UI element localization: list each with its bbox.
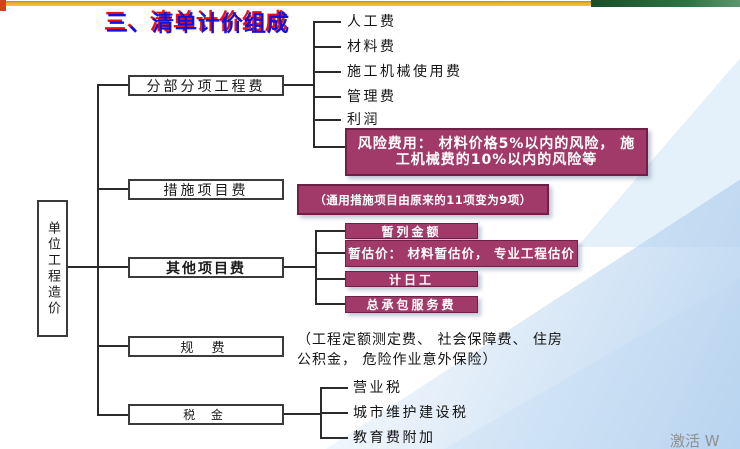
leaf-profit: 利润	[347, 112, 380, 128]
child-box-general-contracting-service-fee: 总承包服务费	[345, 296, 478, 313]
connector-line	[97, 266, 128, 268]
regulatory-fee-note-text: （工程定额测定费、 社会保障费、 住房公积金， 危险作业意外保险）	[297, 332, 563, 368]
branch-label: 规 费	[180, 341, 232, 356]
child-box-label: 总承包服务费	[366, 298, 457, 312]
connector-line	[284, 84, 313, 86]
child-box-provisional-estimate: 暂估价： 材料暂估价， 专业工程估价	[345, 240, 578, 267]
child-box-label: 暂列金额	[381, 224, 442, 239]
leaf-education-surcharge: 教育费附加	[353, 430, 436, 446]
connector-line	[284, 413, 320, 415]
leaf-urban-maintenance-tax: 城市维护建设税	[353, 405, 469, 421]
leaf-labor-fee: 人工费	[347, 14, 397, 30]
branch-label: 分部分项工程费	[146, 78, 266, 95]
connector-line	[97, 414, 128, 416]
activation-watermark-text: 激活 W	[670, 432, 720, 449]
root-label: 单位工程造价	[45, 220, 60, 317]
tick-line	[320, 387, 348, 389]
risk-fee-note-box: 风险费用： 材料价格5%以内的风险， 施工机械费的10%以内的风险等	[345, 128, 648, 176]
tick-line	[315, 278, 345, 280]
tick-line	[313, 21, 341, 23]
branch-box-regulatory-fee: 规 费	[128, 336, 284, 357]
tick-line	[320, 437, 348, 439]
child-box-label: 计日工	[388, 272, 434, 287]
child-box-label: 暂估价： 材料暂估价， 专业工程估价	[348, 246, 575, 261]
connector-line	[97, 84, 128, 86]
connector-line	[97, 345, 128, 347]
tick-line	[320, 412, 348, 414]
tick-line	[313, 146, 345, 148]
top-gold-stripe	[0, 1, 740, 6]
branch-label: 税 金	[183, 408, 229, 422]
top-green-stripe	[591, 0, 740, 7]
branch2-vertical-line	[315, 230, 317, 305]
leaf-machinery-fee: 施工机械使用费	[347, 64, 463, 80]
branch-label: 其他项目费	[166, 260, 246, 277]
leaf-material-fee: 材料费	[347, 39, 397, 55]
connector-line	[284, 266, 315, 268]
branch-label: 措施项目费	[163, 182, 249, 199]
tick-line	[313, 71, 341, 73]
tick-line	[313, 96, 341, 98]
measures-note-text: （通用措施项目由原来的11项变为9项）	[314, 192, 532, 207]
tick-line	[313, 46, 341, 48]
branch-box-subdivision-works-fee: 分部分项工程费	[128, 75, 284, 96]
tick-line	[315, 230, 345, 232]
measures-note-box: （通用措施项目由原来的11项变为9项）	[297, 184, 549, 215]
branch-box-measures-fee: 措施项目费	[128, 179, 284, 200]
root-box-unit-project-cost: 单位工程造价	[37, 200, 68, 337]
leaf-management-fee: 管理费	[347, 89, 397, 105]
page-title: 三、清单计价组成	[105, 12, 290, 37]
tick-line	[313, 119, 341, 121]
top-left-red-mark	[0, 0, 6, 11]
branch-box-tax: 税 金	[128, 404, 284, 425]
child-box-provisional-amount: 暂列金额	[345, 223, 478, 239]
child-box-daywork: 计日工	[345, 271, 478, 287]
trunk-line	[97, 84, 99, 416]
branch-box-other-fee: 其他项目费	[128, 257, 284, 278]
leaf-business-tax: 营业税	[353, 380, 403, 396]
risk-fee-note-text: 风险费用： 材料价格5%以内的风险， 施工机械费的10%以内的风险等	[357, 136, 636, 168]
tick-line	[315, 303, 345, 305]
root-connector-line	[68, 266, 97, 268]
branch0-vertical-line	[313, 21, 315, 148]
connector-line	[97, 188, 128, 190]
tick-line	[315, 252, 345, 254]
